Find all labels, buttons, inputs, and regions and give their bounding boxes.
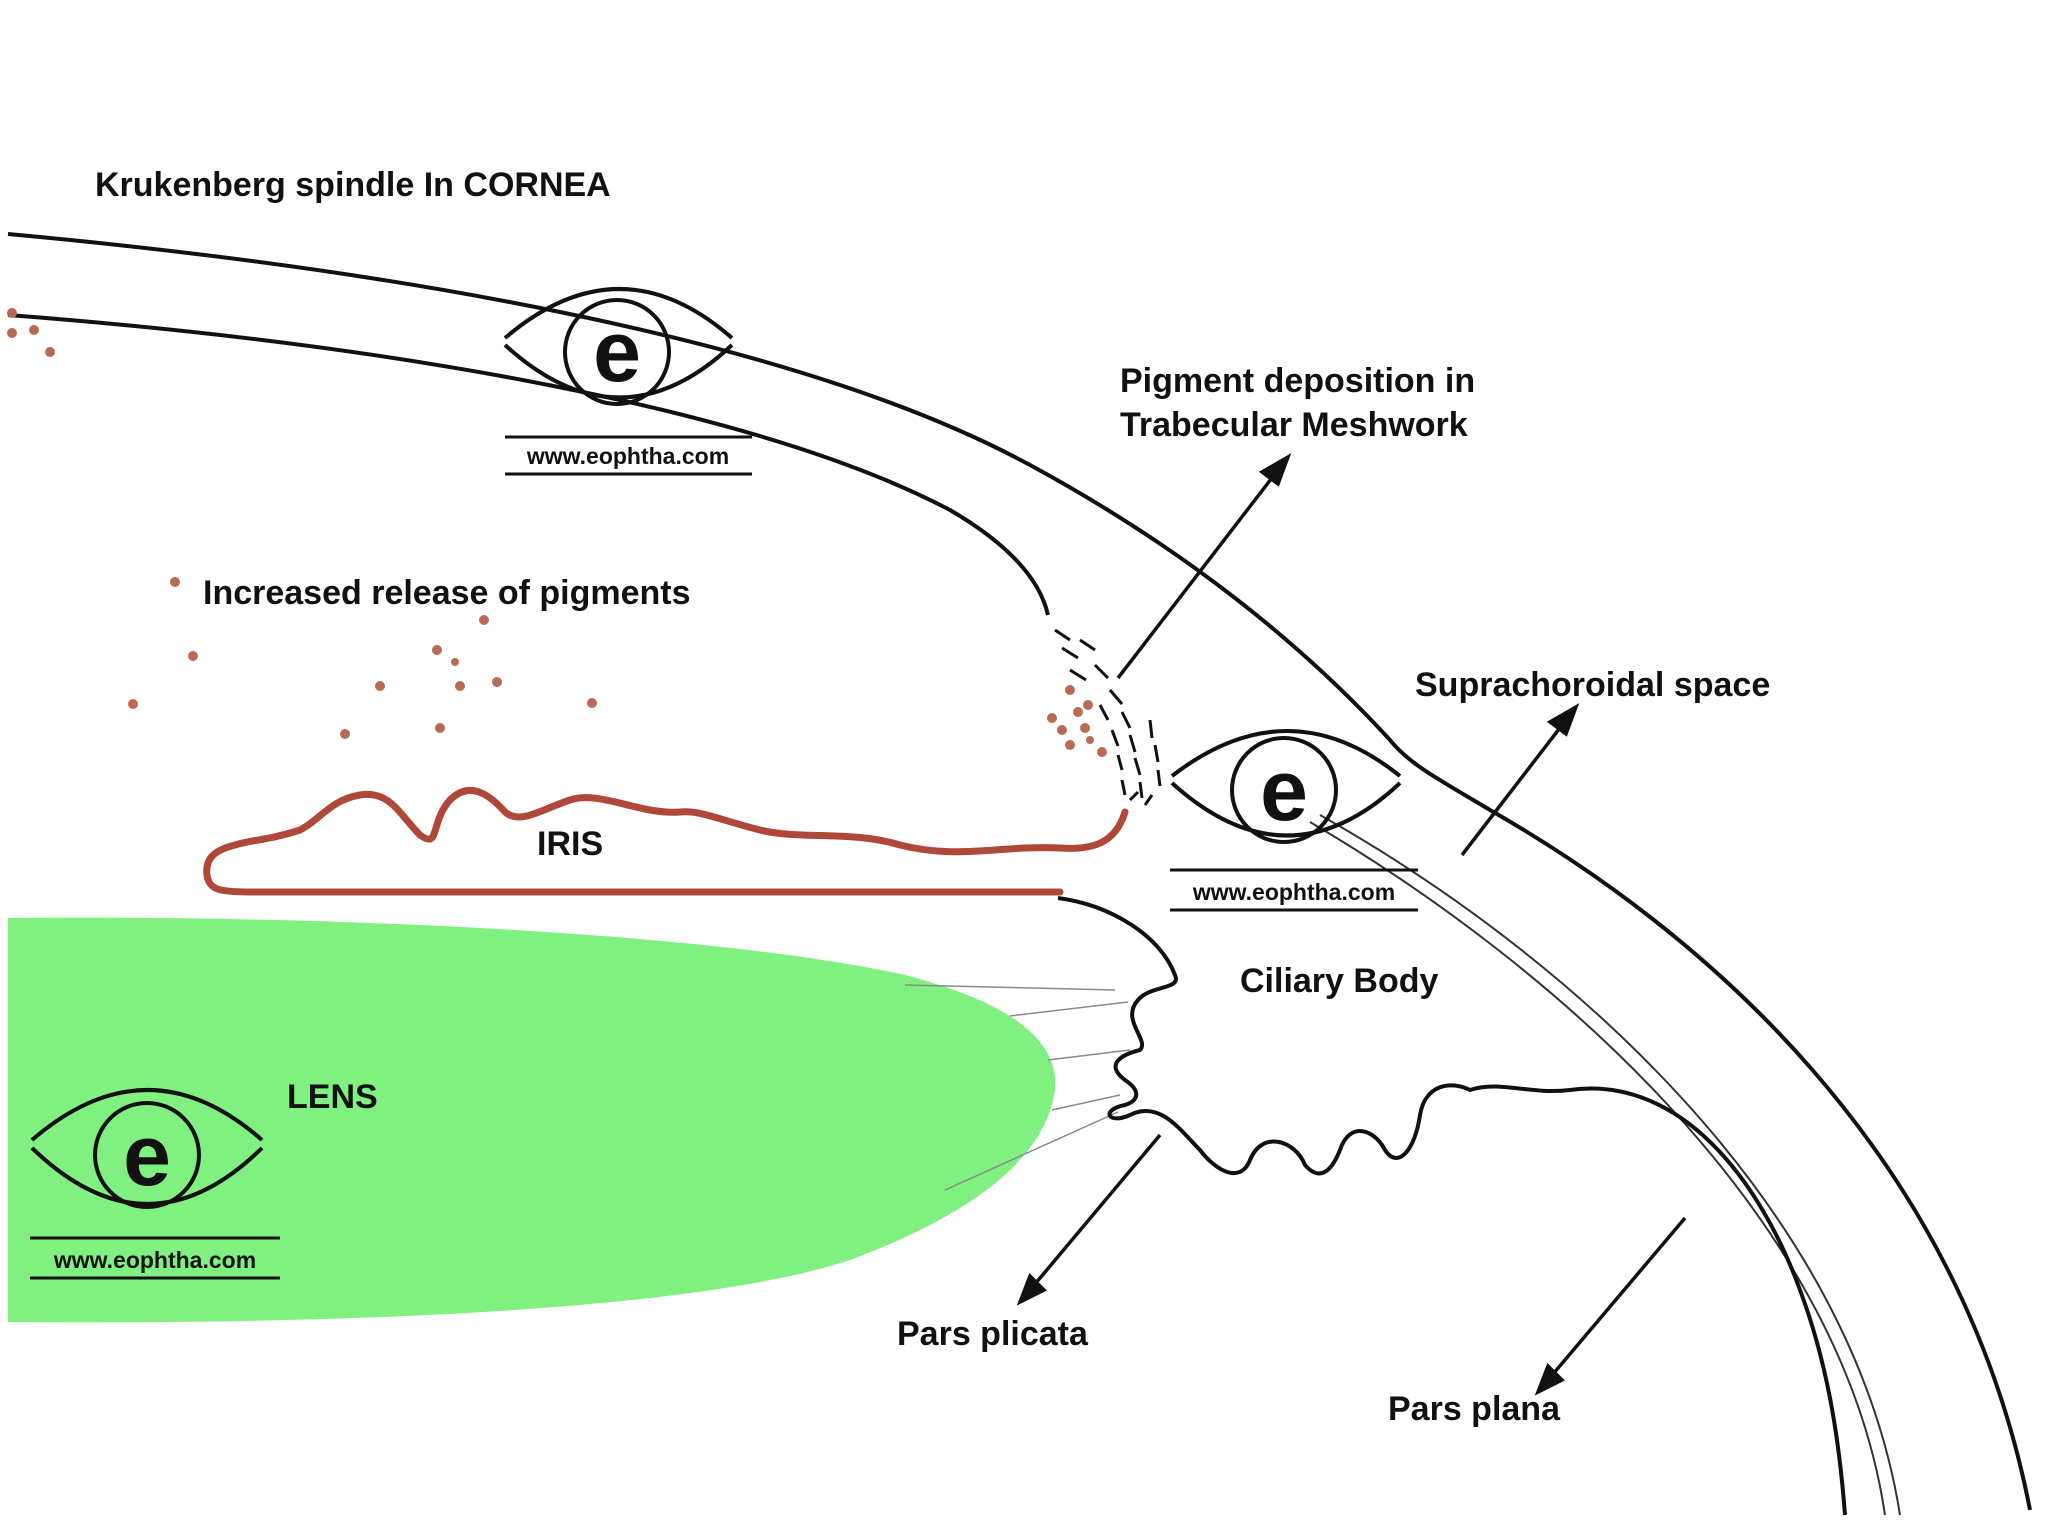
iris-shape — [203, 786, 1129, 896]
watermark-e-middle: e — [1260, 743, 1308, 839]
cornea-inner — [7, 313, 1050, 616]
watermark-logo-lens: e www.eophtha.com — [30, 1088, 280, 1280]
ciliary-body-outline — [1057, 896, 1847, 1516]
watermark-logo-middle: e www.eophtha.com — [1170, 729, 1418, 912]
watermark-e-top: e — [593, 304, 641, 400]
label-pigment-deposition-2: Trabecular Meshwork — [1120, 406, 1468, 444]
label-increased-release: Increased release of pigments — [203, 574, 691, 612]
label-iris: IRIS — [537, 825, 603, 863]
sclera-inner-line-a — [1319, 814, 1901, 1516]
arrows — [1016, 453, 1687, 1396]
pigment-granules — [7, 308, 1107, 757]
label-suprachoroidal: Suprachoroidal space — [1415, 666, 1770, 704]
label-pigment-deposition-1: Pigment deposition in — [1120, 362, 1475, 400]
label-ciliary-body: Ciliary Body — [1240, 962, 1438, 1000]
sclera-inner-line-b — [1309, 821, 1886, 1516]
zonule-fibers — [904, 984, 1131, 1191]
label-lens: LENS — [287, 1078, 378, 1116]
arrow-trabecular — [1116, 453, 1292, 680]
label-krukenberg: Krukenberg spindle In CORNEA — [95, 166, 611, 204]
watermark-url-top: www.eophtha.com — [526, 443, 729, 469]
cornea-outer — [7, 232, 2032, 1511]
label-pars-plana: Pars plana — [1388, 1390, 1561, 1428]
lens-shape — [8, 917, 1056, 1323]
arrow-pars-plicata — [1016, 1133, 1162, 1306]
trabecular-meshwork — [1054, 628, 1162, 806]
label-pars-plicata: Pars plicata — [897, 1315, 1089, 1353]
watermark-url-middle: www.eophtha.com — [1192, 879, 1395, 905]
watermark-e-lens: e — [123, 1108, 171, 1204]
arrow-pars-plana — [1534, 1216, 1687, 1396]
watermark-logo-top: e www.eophtha.com — [503, 287, 752, 476]
watermark-url-lens: www.eophtha.com — [53, 1247, 256, 1273]
arrow-suprachoroidal — [1460, 703, 1580, 857]
